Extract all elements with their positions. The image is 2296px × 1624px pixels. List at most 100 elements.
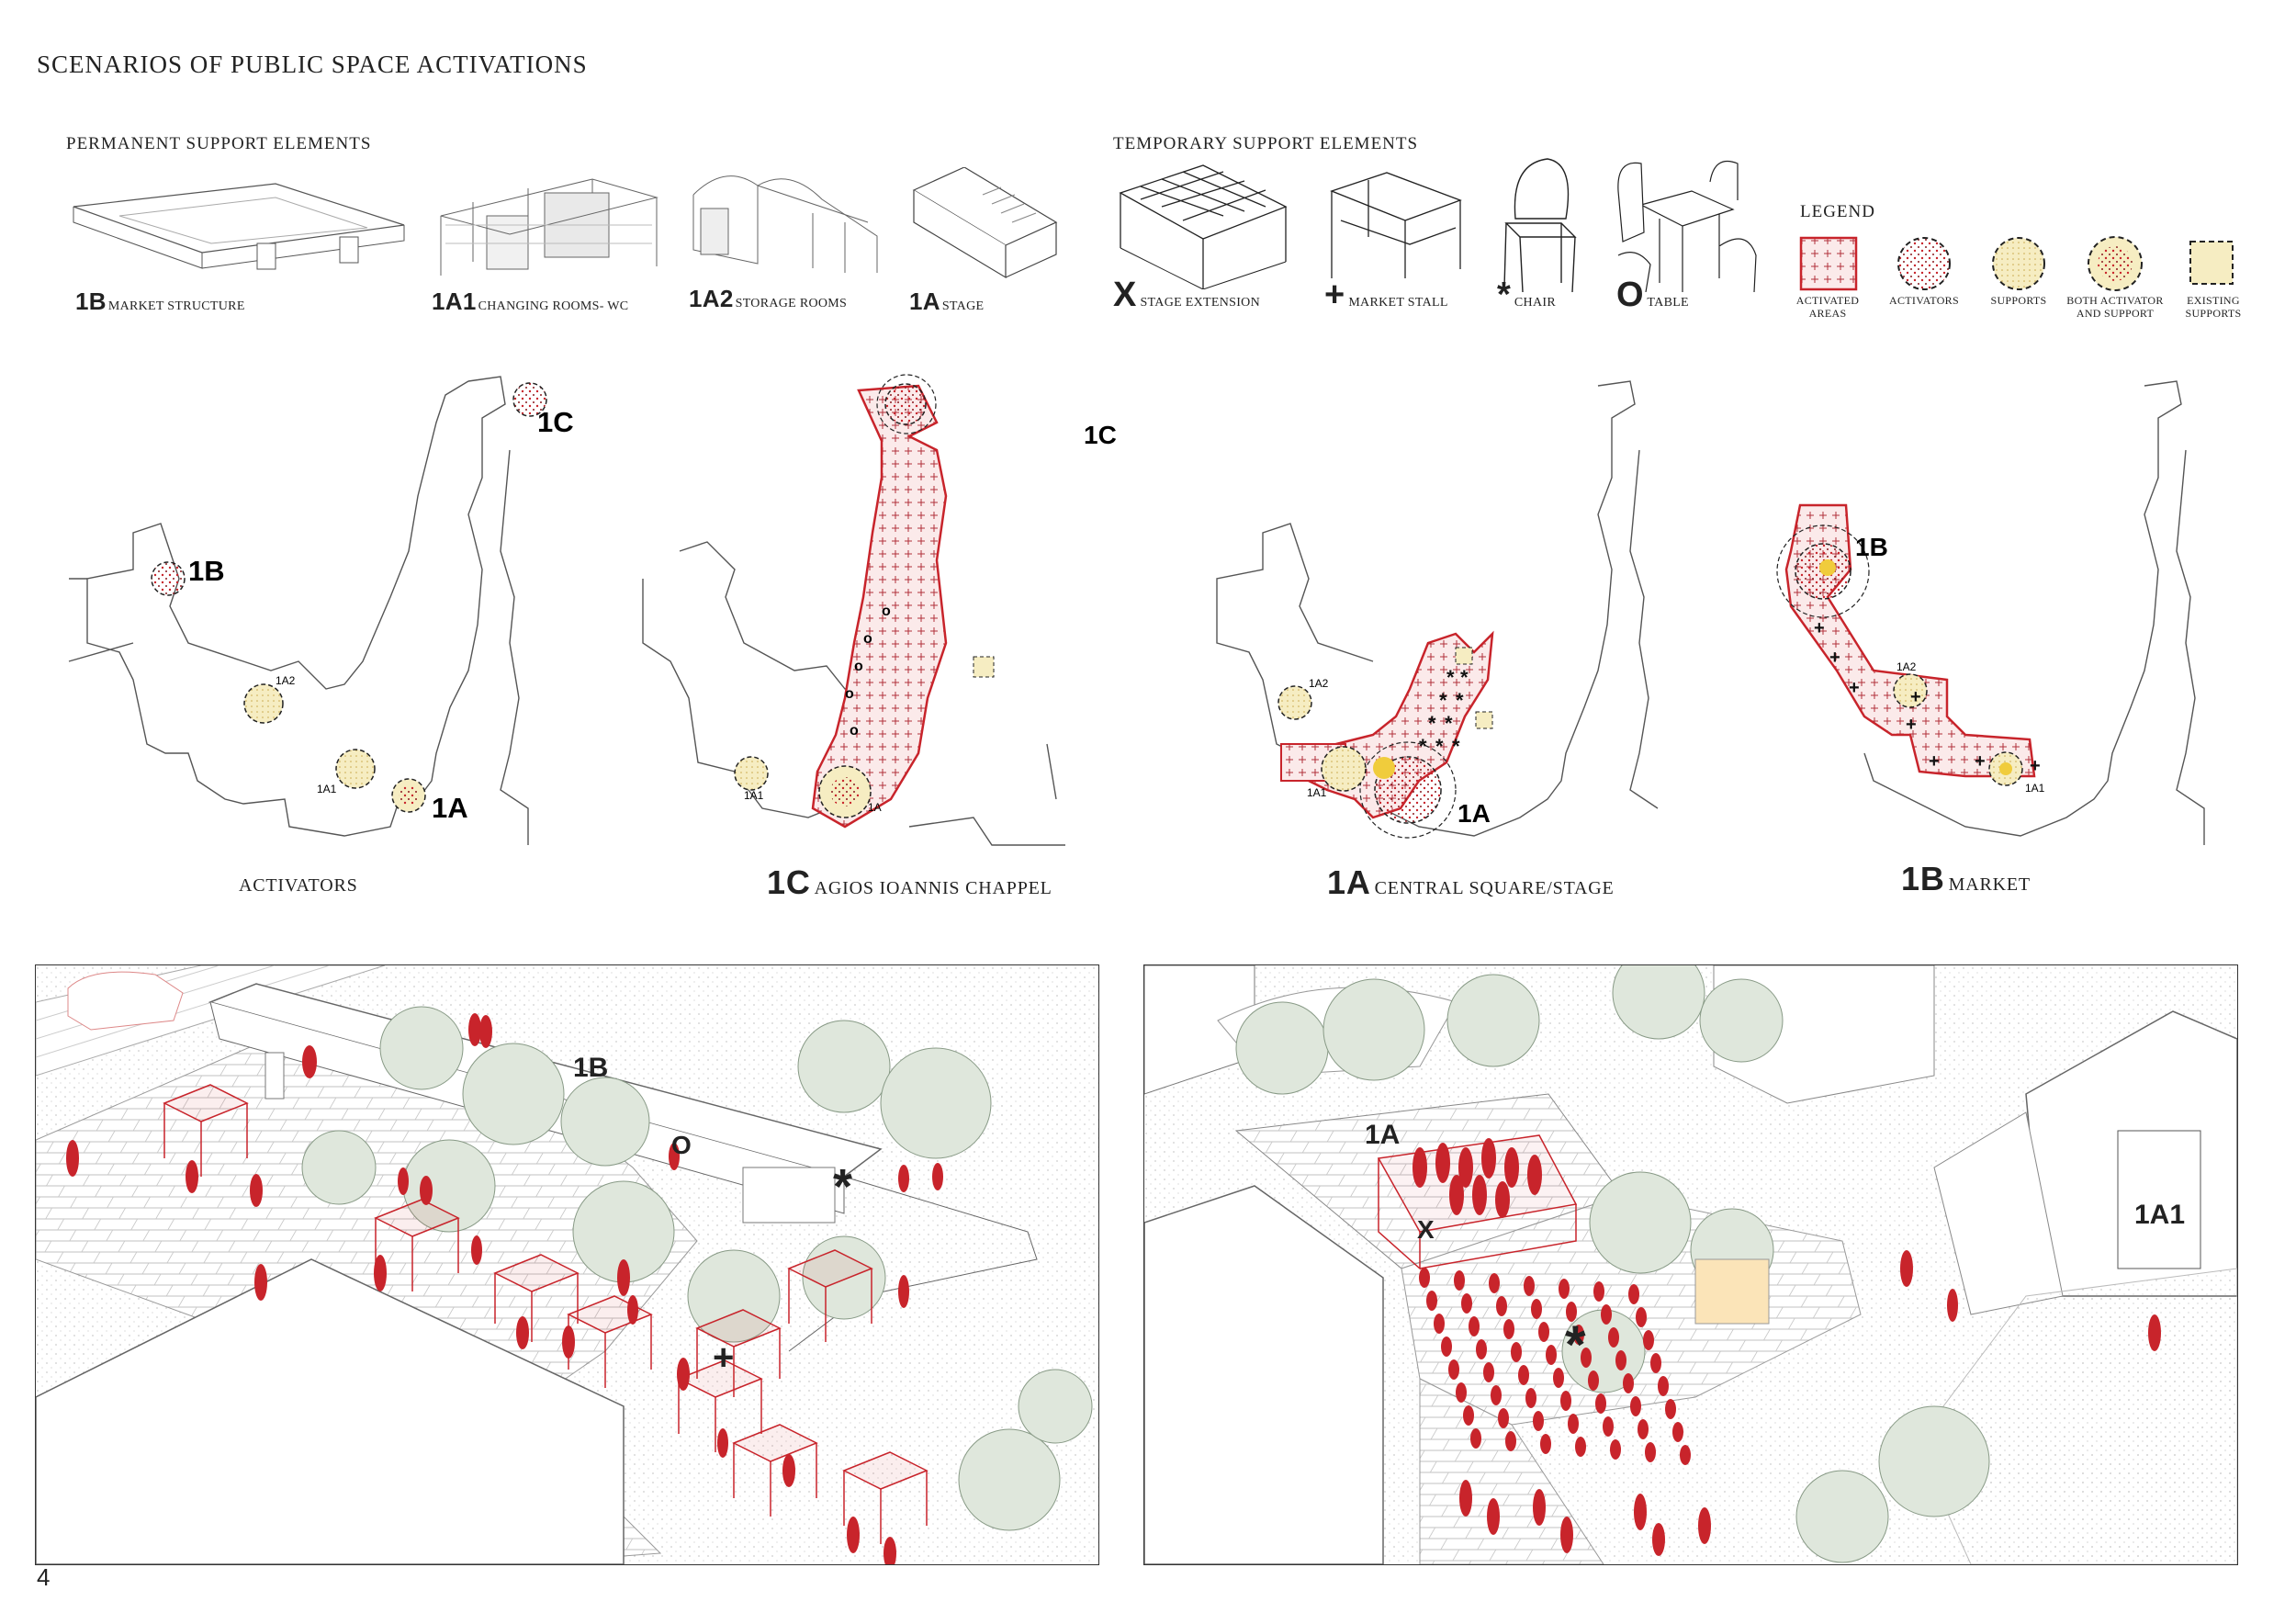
plan4-label-1a2: 1A2 xyxy=(1896,660,1917,673)
audience-person xyxy=(1593,1281,1604,1302)
audience-person xyxy=(1503,1319,1514,1339)
audience-person xyxy=(1518,1365,1529,1385)
audience-person xyxy=(1476,1339,1487,1359)
plan4-stall-7: + xyxy=(1975,751,1986,772)
plan-1c-chapel: o o o o o 1C 1A 1A1 xyxy=(642,374,1117,846)
stage-extension-drawing xyxy=(1119,164,1288,289)
audience-person xyxy=(1672,1422,1683,1442)
plan4-stall-5: + xyxy=(1906,715,1917,735)
plan3-chair-6: * xyxy=(1445,712,1453,735)
audience-person xyxy=(1538,1322,1549,1342)
audience-person xyxy=(1469,1316,1480,1336)
plan4-stall-8: + xyxy=(2030,756,2041,776)
audience-person xyxy=(1595,1393,1606,1414)
audience-person xyxy=(1553,1368,1564,1388)
audience-person xyxy=(1638,1419,1649,1439)
plan3-chair-8: * xyxy=(1435,735,1444,758)
plan4-label-1b: 1B xyxy=(1855,533,1888,561)
audience-person xyxy=(1658,1376,1669,1396)
plan3-chair-1: * xyxy=(1446,666,1455,689)
plan-1b-market: + + + + + + + + 1B 1A2 1A1 xyxy=(1776,380,2205,845)
audience-person xyxy=(1608,1327,1619,1348)
stage-drawing xyxy=(912,167,1058,279)
audience-person xyxy=(1665,1399,1676,1419)
audience-person xyxy=(1630,1396,1641,1416)
audience-person xyxy=(1498,1408,1509,1428)
plan2-table-2: o xyxy=(854,659,863,674)
scene-market-drawing xyxy=(36,965,1098,1564)
scene-left-table-symbol: O xyxy=(671,1131,692,1159)
chair-drawing xyxy=(1503,158,1577,292)
audience-person xyxy=(1680,1445,1691,1465)
market-structure-drawing xyxy=(73,183,405,270)
plan1-caption: ACTIVATORS xyxy=(239,875,358,896)
plan3-label-1a2: 1A2 xyxy=(1309,677,1329,690)
scene-right-ext-symbol: X xyxy=(1417,1215,1435,1244)
scene-right-chair-symbol: * xyxy=(1565,1315,1586,1375)
audience-person xyxy=(1456,1382,1467,1403)
audience-person xyxy=(1623,1373,1634,1393)
legend-existing-swatch xyxy=(2189,241,2234,285)
audience-person xyxy=(1636,1307,1647,1327)
audience-person xyxy=(1489,1273,1500,1293)
audience-person xyxy=(1581,1348,1592,1368)
page-title: SCENARIOS OF PUBLIC SPACE ACTIVATIONS xyxy=(37,51,588,78)
plan4-stall-2: + xyxy=(1829,648,1840,668)
plan4-stall-6: + xyxy=(1929,751,1940,772)
temporary-heading: TEMPORARY SUPPORT ELEMENTS xyxy=(1113,134,1419,153)
plan4-stall-4: + xyxy=(1910,687,1921,707)
legend-support-swatch xyxy=(1992,237,2045,290)
plan3-chair-3: * xyxy=(1439,689,1447,712)
audience-person xyxy=(1496,1296,1507,1316)
scene-left-chair-symbol: * xyxy=(833,1159,853,1214)
audience-person xyxy=(1511,1342,1522,1362)
plan4-label-1a1: 1A1 xyxy=(2025,782,2045,795)
audience-person xyxy=(1560,1391,1571,1411)
audience-person xyxy=(1434,1314,1445,1334)
audience-person xyxy=(1568,1414,1579,1434)
audience-person xyxy=(1628,1284,1639,1304)
audience-person xyxy=(1463,1405,1474,1426)
plan1-label-1a2: 1A2 xyxy=(276,674,296,687)
audience-person xyxy=(1525,1388,1536,1408)
audience-person xyxy=(1441,1336,1452,1357)
audience-person xyxy=(1448,1359,1459,1380)
audience-person xyxy=(1461,1293,1472,1314)
plan3-chair-5: * xyxy=(1428,712,1436,735)
market-stall-label: + MARKET STALL xyxy=(1324,276,1448,314)
scene-right-label-1a1: 1A1 xyxy=(2134,1200,2186,1230)
audience-person xyxy=(1601,1304,1612,1325)
plan3-chair-4: * xyxy=(1456,689,1464,712)
permanent-heading: PERMANENT SUPPORT ELEMENTS xyxy=(66,134,372,153)
audience-person xyxy=(1645,1442,1656,1462)
plan2-label-1a1: 1A1 xyxy=(744,789,764,802)
chair-label: * CHAIR xyxy=(1497,276,1556,314)
market-stall-drawing xyxy=(1330,172,1462,278)
table-label: O TABLE xyxy=(1616,276,1689,314)
plan2-label-1a: 1A xyxy=(868,801,882,814)
plan4-stall-1: + xyxy=(1814,618,1825,638)
audience-person xyxy=(1559,1279,1570,1299)
table-set-drawing xyxy=(1617,160,1757,292)
audience-person xyxy=(1524,1276,1535,1296)
audience-person xyxy=(1491,1385,1502,1405)
audience-person xyxy=(1531,1299,1542,1319)
plan-1a-square: * * * * * * * * * 1A 1A1 1A2 xyxy=(1216,380,1659,839)
audience-person xyxy=(1470,1428,1481,1449)
audience-person xyxy=(1419,1268,1430,1288)
plan1-label-1a1: 1A1 xyxy=(317,783,337,795)
audience-person xyxy=(1575,1437,1586,1457)
plan3-label-1a: 1A xyxy=(1458,799,1491,828)
plan2-table-1: o xyxy=(845,686,854,702)
audience-person xyxy=(1615,1350,1626,1370)
audience-person xyxy=(1483,1362,1494,1382)
scene-stage-panel: 1A 1A1 X * xyxy=(1143,964,2238,1565)
legend-symbols xyxy=(1799,236,2234,291)
